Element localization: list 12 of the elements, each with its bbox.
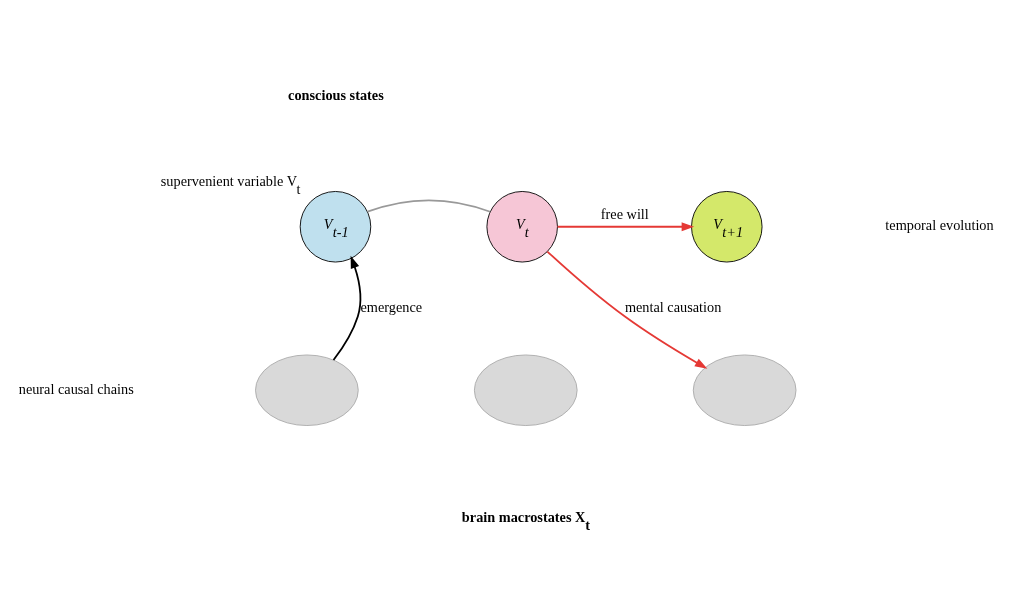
arrow: [332, 255, 362, 361]
edge-label: emergence: [360, 298, 423, 315]
node-circle: [255, 354, 359, 426]
label: temporal evolution: [885, 216, 994, 233]
arrow: [546, 250, 708, 369]
edge-label: mental causation: [624, 298, 722, 315]
label: neural causal chains: [18, 380, 134, 397]
arrow: [556, 221, 695, 231]
connector: [366, 198, 492, 213]
edge-label: free will: [600, 205, 649, 222]
node-circle: [473, 354, 578, 426]
label: conscious states: [288, 86, 384, 103]
